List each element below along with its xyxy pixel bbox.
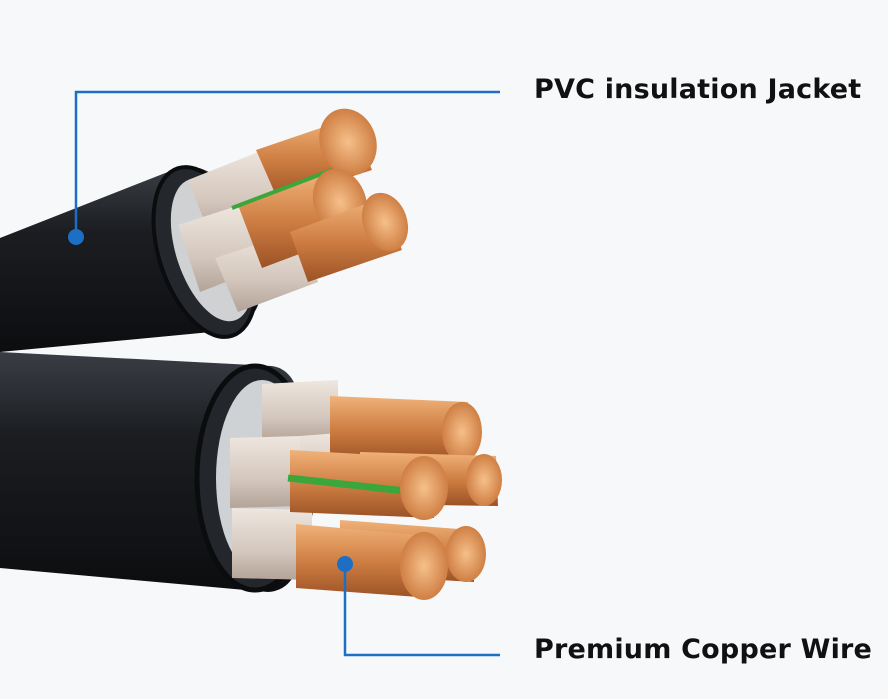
callout-top-line xyxy=(74,90,500,236)
callout-top-dot xyxy=(68,229,84,245)
lower-core-insulation-3 xyxy=(232,508,312,580)
upper-cable xyxy=(0,108,409,352)
callout-top-label: PVC insulation Jacket xyxy=(534,74,862,105)
upper-ground-stripe xyxy=(231,168,333,210)
upper-copper-end-1 xyxy=(319,108,377,176)
callout-bottom-label: Premium Copper Wire xyxy=(534,634,873,665)
lower-cable xyxy=(0,352,502,600)
lower-copper-end-2 xyxy=(466,454,502,506)
lower-core-insulation-2 xyxy=(230,436,300,508)
callout-bottom xyxy=(337,556,500,657)
upper-copper-end-3 xyxy=(361,192,409,252)
lower-copper-strand-1 xyxy=(330,396,470,462)
callout-top xyxy=(68,90,500,245)
lower-core-insulation-1 xyxy=(262,380,338,442)
lower-copper-end-3 xyxy=(400,456,448,520)
lower-ground-stripe xyxy=(287,474,415,496)
callout-bottom-dot xyxy=(337,556,353,572)
lower-copper-end-1 xyxy=(442,402,482,462)
lower-copper-strand-5 xyxy=(296,524,432,598)
callout-bottom-line xyxy=(343,564,500,657)
lower-copper-end-5 xyxy=(400,532,448,600)
lower-copper-end-4 xyxy=(446,526,486,582)
